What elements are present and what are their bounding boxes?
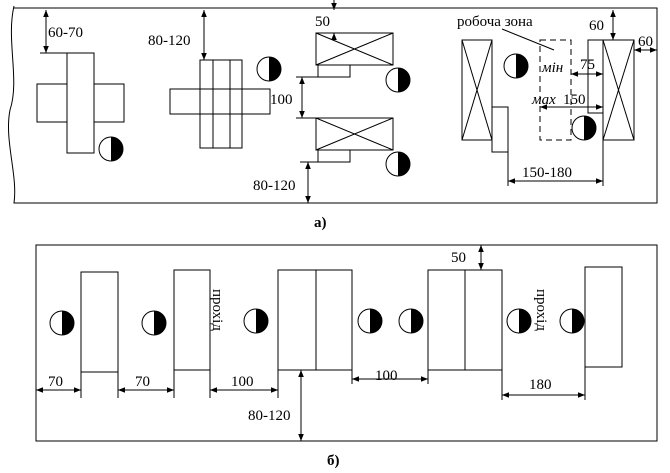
svg-text:60-70: 60-70 [48, 25, 83, 41]
machine-b1 [80, 271, 119, 373]
passage-label-right: прохід [533, 289, 549, 331]
worker-icon [398, 308, 424, 334]
machine-tall-right [587, 39, 635, 141]
dim-80-120-top: 80-120 [148, 10, 207, 60]
machine-b3 [277, 269, 317, 371]
worker-icon [243, 308, 269, 334]
machine-b5 [427, 269, 466, 371]
dim-60-top: 60 [589, 10, 616, 40]
worker-icon [141, 310, 167, 336]
max-label: мах [531, 92, 556, 108]
caption-a: а) [314, 215, 327, 231]
svg-text:70: 70 [135, 374, 150, 390]
svg-text:150-180: 150-180 [522, 165, 572, 181]
dim-150-180: 150-180 [507, 140, 604, 186]
svg-text:60: 60 [638, 34, 653, 50]
svg-text:80-120: 80-120 [253, 178, 296, 194]
worker-icon [385, 67, 411, 93]
dim-60-70: 60-70 [40, 10, 83, 54]
dim-100-a: 100 [270, 76, 320, 119]
work-zone-area [539, 39, 572, 141]
svg-text:50: 50 [451, 250, 466, 266]
machine-crossed-bottom [315, 117, 394, 163]
svg-text:80-120: 80-120 [248, 408, 291, 424]
passage-label-left: прохід [209, 289, 225, 331]
dim-100-b-right: 100 [352, 368, 428, 384]
worker-icon [256, 56, 282, 82]
machine-b7 [584, 266, 623, 368]
dim-50-b: 50 [451, 245, 484, 270]
machine-horizontal-bar [169, 59, 271, 149]
diagram-b: прохід прохід 50 70 70 100 1 [35, 244, 658, 469]
machine-b6 [464, 269, 503, 371]
svg-text:180: 180 [529, 377, 552, 393]
svg-text:75: 75 [580, 57, 595, 73]
diagram-a: 60-70 80-120 [7, 0, 658, 231]
worker-icon [506, 308, 532, 334]
worker-icon [357, 308, 383, 334]
worker-icon [571, 115, 597, 141]
dim-80-120-bottom: 80-120 [253, 161, 318, 203]
dim-80-120-b: 80-120 [248, 370, 304, 441]
shop-outline-b [35, 244, 658, 442]
machine-tall-left [461, 39, 509, 153]
dim-150: 150 [540, 92, 603, 110]
dim-60-right: 60 [634, 34, 657, 53]
machine-b4 [315, 269, 353, 371]
worker-icon [559, 308, 585, 334]
machine-crossed-top [315, 32, 394, 78]
dim-70-left: 70 [36, 374, 81, 393]
dim-50-a: 50 [315, 0, 337, 40]
min-label: мін [541, 60, 563, 76]
shop-outline-a [7, 5, 658, 204]
svg-text:80-120: 80-120 [148, 33, 191, 49]
svg-text:150: 150 [563, 92, 586, 108]
dim-70: 70 [118, 374, 174, 393]
svg-text:100: 100 [231, 374, 254, 390]
svg-text:100: 100 [375, 368, 398, 384]
caption-b: б) [327, 453, 340, 469]
svg-text:60: 60 [589, 18, 604, 34]
work-zone-label: робоча зона [457, 14, 533, 30]
machine-cross-shape [36, 52, 125, 154]
dim-75: 75 [571, 57, 603, 77]
dim-100-b-left: 100 [210, 374, 278, 393]
worker-icon [49, 310, 75, 336]
svg-text:100: 100 [270, 92, 293, 108]
worker-icon [385, 151, 411, 177]
machine-b2 [173, 269, 211, 371]
svg-text:50: 50 [315, 14, 330, 30]
worker-icon [503, 53, 529, 79]
worker-icon [98, 136, 124, 162]
dim-180: 180 [502, 377, 585, 398]
svg-text:70: 70 [48, 374, 63, 390]
